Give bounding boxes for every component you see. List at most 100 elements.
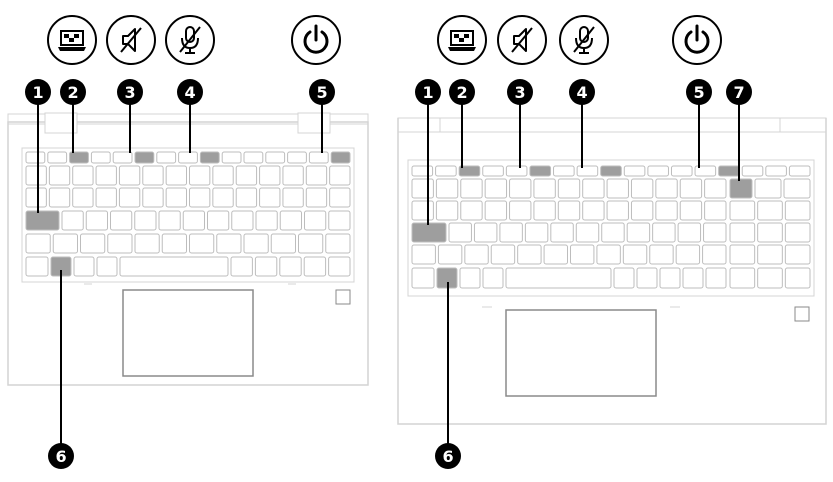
key — [729, 222, 756, 243]
key — [757, 222, 783, 243]
key — [308, 151, 329, 164]
key — [212, 187, 234, 208]
key — [411, 200, 434, 221]
key — [305, 187, 328, 208]
touchpad — [122, 289, 254, 377]
key — [221, 151, 242, 164]
key — [25, 256, 49, 277]
key — [270, 233, 296, 254]
key — [72, 165, 94, 186]
key — [329, 187, 351, 208]
key — [298, 233, 324, 254]
key — [582, 178, 605, 199]
callout-number: 5 — [316, 83, 327, 102]
key — [142, 187, 164, 208]
callout-number: 2 — [456, 83, 467, 102]
callout-number: 3 — [514, 83, 525, 102]
keyboard-deck — [21, 147, 355, 283]
key — [411, 244, 436, 265]
key — [85, 210, 108, 231]
laptop-base-outline — [7, 121, 369, 386]
key — [303, 256, 327, 277]
callout-badge: 6 — [48, 443, 74, 469]
key — [517, 244, 542, 265]
key — [96, 256, 118, 277]
key — [694, 165, 717, 177]
key — [231, 210, 254, 231]
key — [702, 244, 727, 265]
callout-badge: 4 — [569, 79, 595, 105]
callout-badge: 3 — [117, 79, 143, 105]
key — [704, 178, 727, 199]
callout-badge: 5 — [309, 79, 335, 105]
key — [47, 151, 68, 164]
highlighted-key — [600, 165, 622, 177]
key — [670, 165, 693, 177]
key — [484, 200, 508, 221]
callout-number: 1 — [422, 83, 433, 102]
key — [235, 187, 258, 208]
key — [435, 165, 457, 177]
laptop-base-outline — [397, 118, 827, 425]
callout-circle — [25, 79, 51, 105]
key — [784, 222, 811, 243]
key — [95, 187, 117, 208]
key — [601, 222, 625, 243]
callout-number: 5 — [693, 83, 704, 102]
key — [533, 178, 556, 199]
touchpad — [505, 309, 657, 397]
key — [165, 187, 187, 208]
callout-badge: 2 — [449, 79, 475, 105]
key — [411, 178, 434, 199]
key — [682, 267, 704, 289]
highlighted-key — [458, 165, 481, 177]
callout-badge: 5 — [686, 79, 712, 105]
key — [25, 233, 51, 254]
key — [411, 165, 434, 177]
key — [80, 233, 106, 254]
key — [754, 178, 782, 199]
key — [704, 200, 727, 221]
key — [305, 165, 328, 186]
key — [630, 178, 654, 199]
key — [679, 178, 703, 199]
screen-icon — [437, 15, 487, 65]
key — [757, 267, 783, 289]
key — [118, 187, 141, 208]
key — [119, 256, 229, 277]
key — [460, 200, 483, 221]
key — [142, 165, 164, 186]
callout-badge: 3 — [507, 79, 533, 105]
key — [729, 267, 756, 289]
key — [622, 244, 648, 265]
key — [783, 178, 811, 199]
callout-circle — [415, 79, 441, 105]
key — [161, 233, 187, 254]
key — [482, 165, 504, 177]
key — [48, 165, 71, 186]
key — [279, 210, 302, 231]
key — [757, 244, 783, 265]
key — [509, 178, 532, 199]
key — [655, 178, 678, 199]
fingerprint-reader — [335, 289, 351, 305]
key — [484, 178, 508, 199]
key — [679, 200, 703, 221]
key — [575, 222, 600, 243]
key — [596, 244, 621, 265]
key — [557, 178, 581, 199]
key — [505, 267, 612, 289]
callout-badge: 1 — [415, 79, 441, 105]
key — [626, 222, 651, 243]
mute-speaker-icon — [497, 15, 547, 65]
key — [437, 244, 463, 265]
key — [582, 200, 605, 221]
key — [543, 244, 568, 265]
key — [118, 165, 141, 186]
key — [464, 244, 489, 265]
key — [649, 244, 674, 265]
callout-circle — [435, 443, 461, 469]
callout-circle — [177, 79, 203, 105]
key — [553, 165, 575, 177]
callout-number: 3 — [124, 83, 135, 102]
